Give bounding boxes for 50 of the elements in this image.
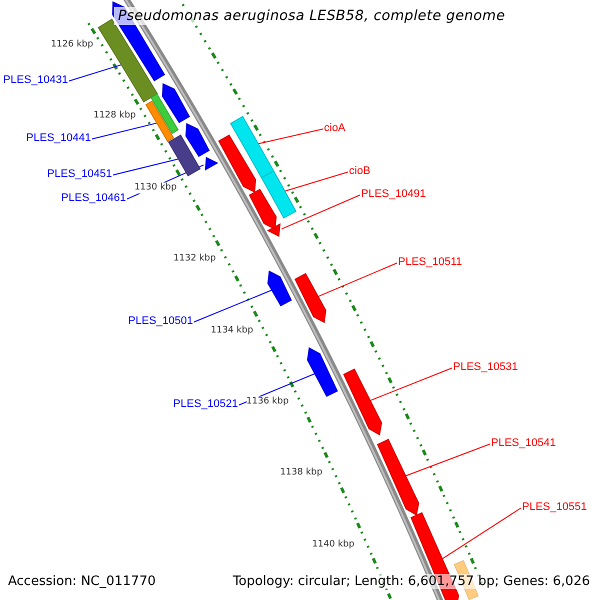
gene-feature: [248, 188, 277, 230]
gene-feature: [307, 347, 338, 397]
leader-line: [68, 64, 122, 82]
scale-label: 1126 kbp: [50, 40, 94, 50]
gene-feature: [185, 122, 210, 157]
scale-label: 1134 kbp: [210, 325, 254, 336]
gene-feature: [376, 438, 420, 516]
gene-feature: [98, 18, 158, 103]
gene-feature: [260, 170, 297, 219]
leader-line: [112, 158, 179, 176]
gene-feature: [168, 134, 201, 176]
gene-feature: [162, 83, 190, 124]
gene-label: PLES_10521: [173, 397, 238, 411]
scale-label: 1132 kbp: [173, 254, 216, 265]
leader-line: [369, 368, 452, 402]
gene-label: PLES_10511: [398, 255, 462, 269]
leader-line: [194, 289, 273, 322]
scale-label: 1140 kbp: [312, 539, 354, 550]
gene-label: PLES_10491: [361, 187, 426, 201]
scale-label: 1136 kbp: [246, 396, 289, 408]
genome-stats-text: Topology: circular; Length: 6,601,757 bp; Genes: 6,026: [232, 574, 590, 589]
scale-label: 1130 kbp: [134, 182, 177, 194]
gene-label: cioA: [324, 121, 346, 135]
leader-line: [281, 194, 360, 230]
gene-feature: [145, 100, 174, 142]
gene-feature: [343, 368, 382, 436]
scale-label: 1128 kbp: [93, 110, 136, 122]
gene-label: PLES_10451: [47, 167, 112, 181]
gene-label: PLES_10501: [128, 314, 193, 328]
leader-line: [317, 262, 398, 298]
gene-feature: [218, 134, 256, 193]
gene-feature: [150, 94, 179, 134]
gene-label: PLES_10541: [491, 436, 556, 450]
scale-label: 1138 kbp: [280, 468, 322, 479]
gene-label: PLES_10441: [26, 131, 91, 145]
gene-feature: [266, 223, 281, 237]
leader-line: [404, 444, 490, 476]
gene-label: cioB: [349, 164, 370, 178]
gene-feature: [230, 116, 274, 178]
leader-line: [442, 508, 522, 560]
accession-text: Accession: NC_011770: [8, 574, 156, 589]
gene-feature: [267, 270, 292, 306]
leader-line: [92, 122, 158, 140]
gene-label: PLES_10431: [3, 73, 68, 87]
gene-feature: [294, 273, 326, 324]
leader-line: [284, 172, 348, 192]
gene-label: PLES_10461: [61, 191, 126, 205]
leader-line: [258, 128, 324, 144]
gene-label: PLES_10531: [453, 360, 518, 374]
gene-label: PLES_10551: [522, 500, 587, 514]
